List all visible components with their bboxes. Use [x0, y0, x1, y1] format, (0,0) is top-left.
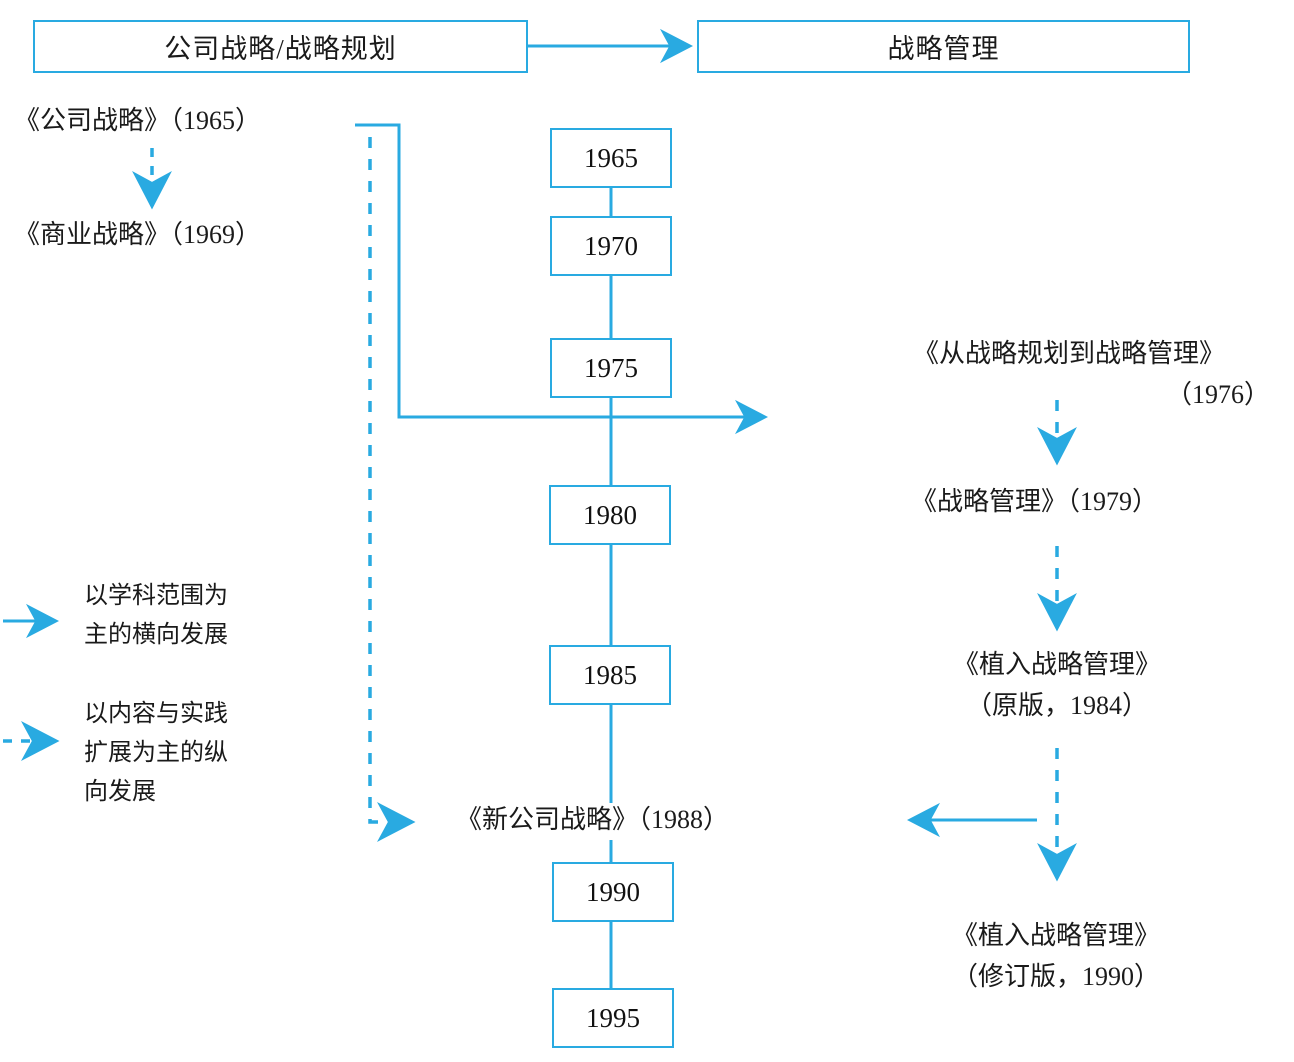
right-item-implanting-original-line1: 《植入战略管理》: [952, 650, 1161, 679]
horizontal-development-arrow: [355, 123, 768, 435]
right-item-implanting-revised-line1: 《植入战略管理》: [951, 921, 1160, 950]
year-box-1985[interactable]: 1985: [549, 645, 671, 705]
vertical-development-dashed-line: [368, 137, 416, 842]
year-label: 1975: [584, 352, 638, 383]
center-item-new-corporate-strategy-1988: 《新公司战略》（1988）: [452, 803, 734, 838]
header-box-corporate-strategy[interactable]: 公司战略/战略规划: [33, 20, 528, 73]
right-item-implanting-revised-line2: （修订版，1990）: [951, 962, 1160, 991]
right-item-from-planning-to-management-line2: （1976）: [1165, 380, 1270, 409]
legend-dashed-label-line3: 向发展: [84, 779, 156, 805]
left-item-business-strategy-1969: 《商业战略》（1969）: [14, 220, 262, 249]
year-box-1990[interactable]: 1990: [552, 862, 674, 922]
year-label: 1995: [586, 1002, 640, 1033]
year-label: 1980: [583, 499, 637, 530]
year-label: 1985: [583, 659, 637, 690]
year-box-1970[interactable]: 1970: [550, 216, 672, 276]
legend-dashed-label-line2: 扩展为主的纵: [84, 740, 228, 766]
legend-solid-label-line2: 主的横向发展: [84, 622, 228, 648]
legend-dashed-label-line1: 以内容与实践: [84, 701, 228, 727]
year-label: 1965: [584, 142, 638, 173]
legend-solid-label-line1: 以学科范围为: [84, 583, 228, 609]
year-label: 1990: [586, 876, 640, 907]
year-box-1995[interactable]: 1995: [552, 988, 674, 1048]
year-label: 1970: [584, 230, 638, 261]
header-box-left-label: 公司战略/战略规划: [164, 34, 397, 64]
right-item-implanting-original-line2: （原版，1984）: [965, 691, 1148, 720]
left-item-corporate-strategy-1965: 《公司战略》（1965）: [14, 106, 262, 135]
header-box-strategic-management[interactable]: 战略管理: [697, 20, 1190, 73]
header-box-right-label: 战略管理: [887, 34, 1000, 64]
right-item-from-planning-to-management-line1: 《从战略规划到战略管理》: [913, 339, 1226, 368]
year-box-1965[interactable]: 1965: [550, 128, 672, 188]
right-item-strategic-management-1979: 《战略管理》（1979）: [911, 487, 1159, 516]
year-box-1980[interactable]: 1980: [549, 485, 671, 545]
year-box-1975[interactable]: 1975: [550, 338, 672, 398]
